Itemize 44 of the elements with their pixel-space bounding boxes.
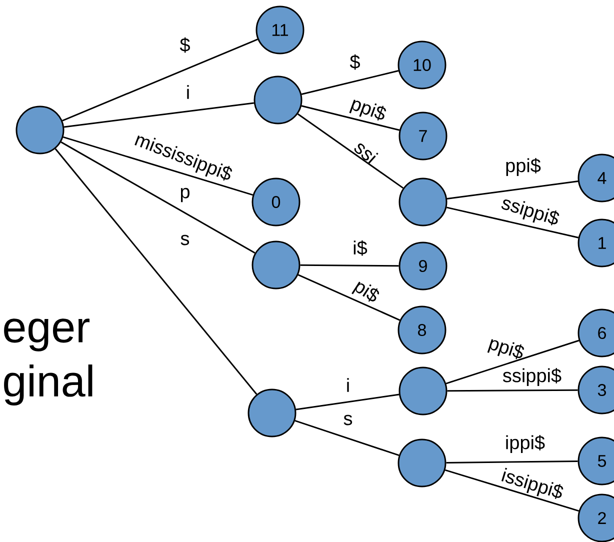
tree-edge bbox=[444, 469, 580, 512]
edge-label: ippi$ bbox=[506, 435, 545, 453]
internal-circle bbox=[254, 76, 302, 124]
edge-label: i bbox=[187, 85, 189, 99]
edge-label: ppi$ bbox=[487, 339, 524, 360]
internal-circle bbox=[16, 106, 64, 154]
edge-label: ppi$ bbox=[349, 100, 386, 121]
tree-edge bbox=[60, 141, 256, 254]
edge-label: ppi$ bbox=[506, 158, 541, 176]
internal-circle bbox=[248, 388, 296, 438]
slide-text: ginal bbox=[4, 364, 92, 406]
edge-label: s bbox=[180, 234, 190, 246]
tree-edge bbox=[294, 420, 400, 456]
internal-circle bbox=[398, 178, 448, 226]
slide-text: eger bbox=[4, 318, 90, 352]
tree-edge bbox=[62, 136, 254, 196]
tree-edge bbox=[300, 264, 399, 267]
edge-label: s bbox=[344, 414, 352, 426]
tree-edge bbox=[446, 340, 580, 384]
tree-edge bbox=[64, 102, 254, 128]
tree-edge bbox=[447, 389, 578, 392]
internal-circle bbox=[252, 240, 300, 290]
edge-label: p bbox=[180, 188, 190, 202]
tree-edge bbox=[446, 206, 579, 238]
edge-label: $ bbox=[180, 37, 190, 53]
tree-edge bbox=[298, 274, 400, 321]
internal-circle bbox=[398, 366, 448, 416]
tree-edge bbox=[446, 180, 578, 200]
edge-label: ssi bbox=[354, 144, 378, 164]
tree-edge bbox=[296, 394, 400, 410]
edge-label: ssippi$ bbox=[501, 200, 560, 226]
tree-edge bbox=[301, 105, 400, 131]
tree-edge bbox=[301, 70, 399, 95]
tree-edge bbox=[297, 113, 404, 189]
edge-label: i bbox=[347, 378, 349, 392]
edge-label: ssippi$ bbox=[502, 368, 562, 386]
tree-edge bbox=[62, 38, 258, 122]
tree-edge bbox=[446, 460, 578, 464]
edge-label: issippi$ bbox=[501, 468, 564, 499]
tree-edge bbox=[54, 148, 258, 395]
edge-label: i$ bbox=[354, 240, 368, 256]
internal-circle bbox=[398, 438, 446, 488]
edge-label: pi$ bbox=[352, 282, 379, 302]
edge-label: $ bbox=[350, 54, 360, 70]
